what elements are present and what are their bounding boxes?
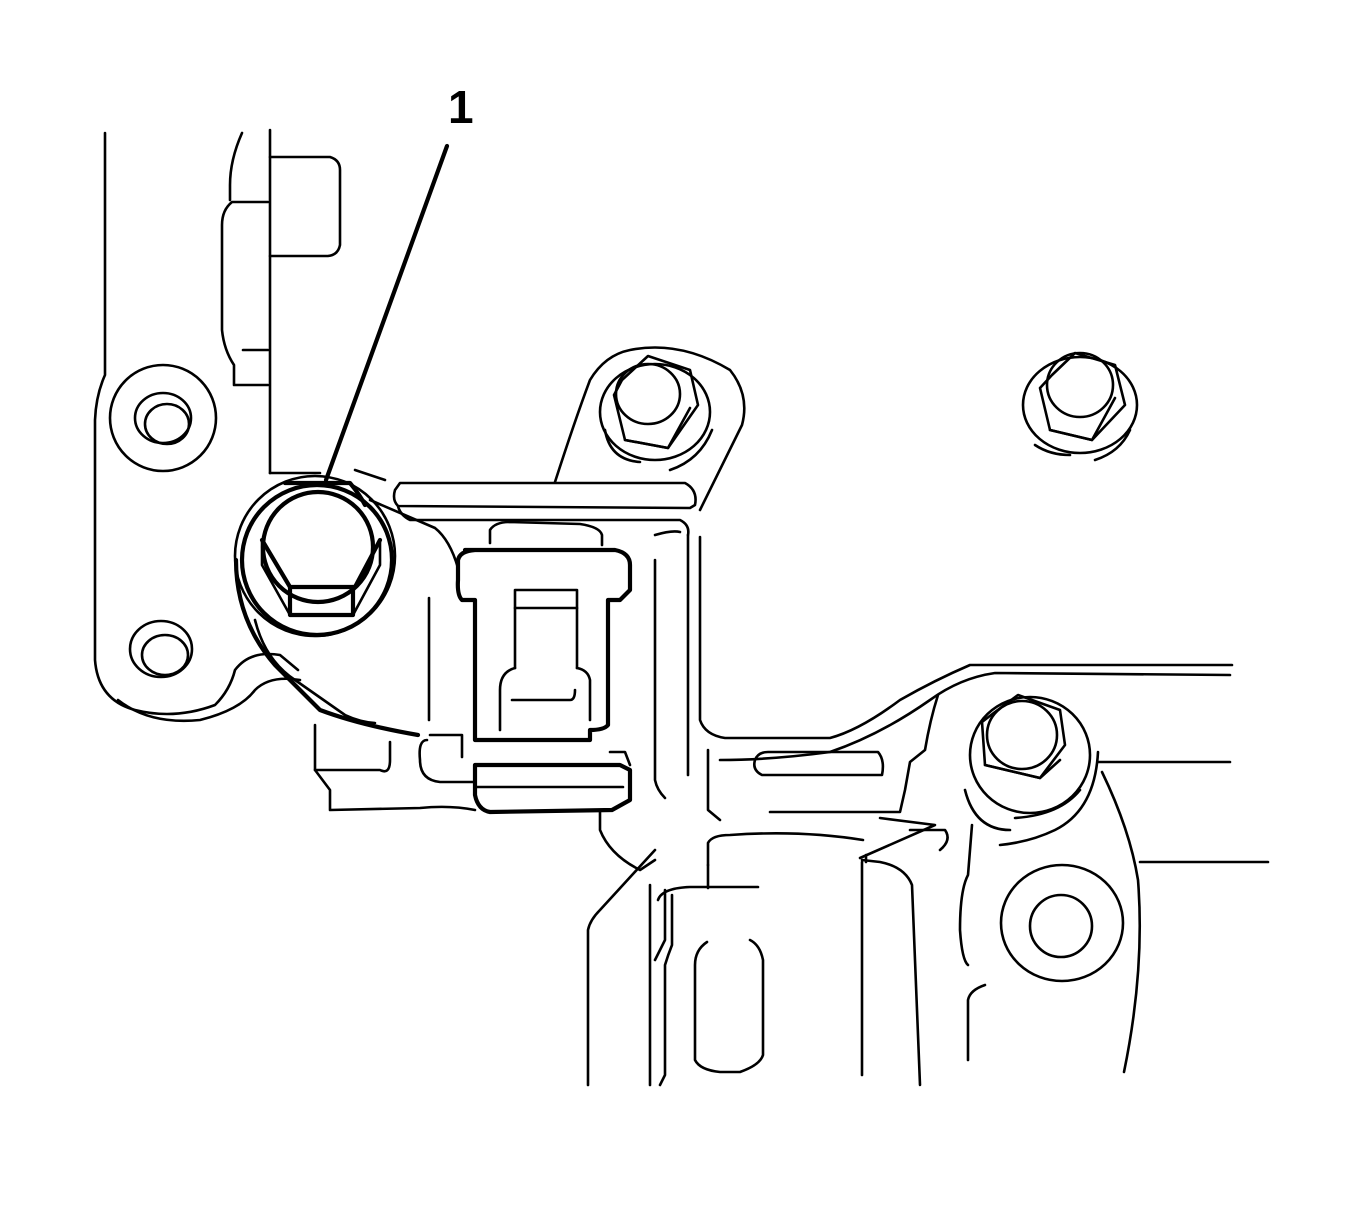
center-housing [586,530,1234,1087]
callout-leader-line [323,143,450,483]
bolt-top-right [1021,351,1139,462]
bolt-right-lower [963,693,1100,847]
boss-left-lower [128,619,194,679]
bolt-1 [233,474,397,638]
lower-slot [753,750,885,777]
bolt-top-center [598,354,714,472]
callout-number-1: 1 [448,81,474,133]
boss-right [999,863,1125,983]
boss-left-upper [108,363,218,473]
arm-top-center [553,346,746,512]
right-housing [718,671,1270,1074]
bracket-foot [313,596,477,812]
electrical-connector [455,520,633,815]
upper-slot [353,468,697,537]
left-housing [93,128,342,723]
lower-housing [648,832,922,1087]
